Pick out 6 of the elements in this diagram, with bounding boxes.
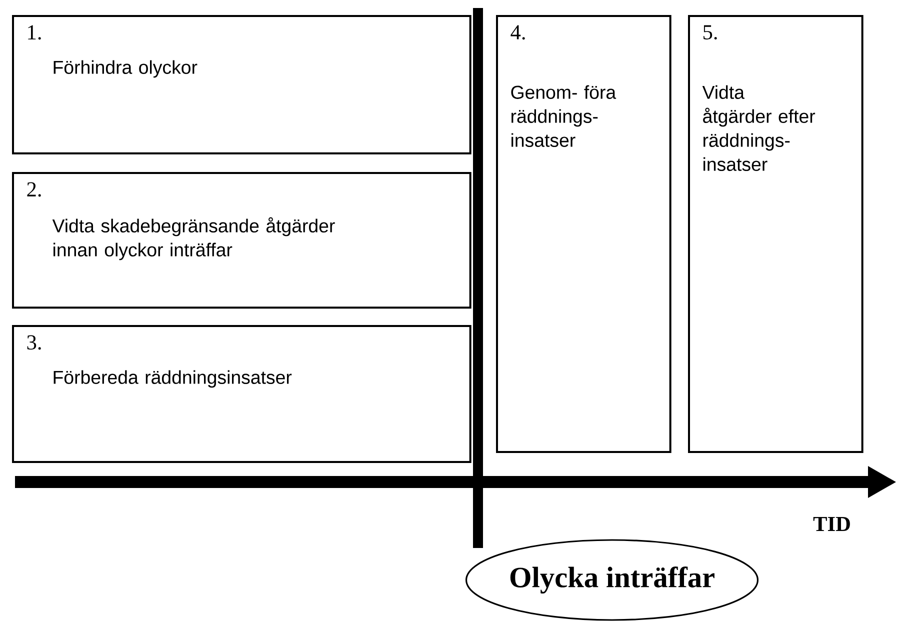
process-box: 3. Förbereda räddningsinsatser [12, 325, 472, 463]
process-box: 1. Förhindra olyckor [12, 15, 472, 154]
process-box: 2. Vidta skadebegränsande åtgärder innan olyckor inträffar [12, 172, 472, 309]
axis-label: TID [813, 517, 850, 531]
process-box: 4. Genom- föra räddnings- insatser [496, 15, 672, 453]
process-box: 5. Vidta åtgärder efter räddnings- insatser [688, 15, 864, 453]
